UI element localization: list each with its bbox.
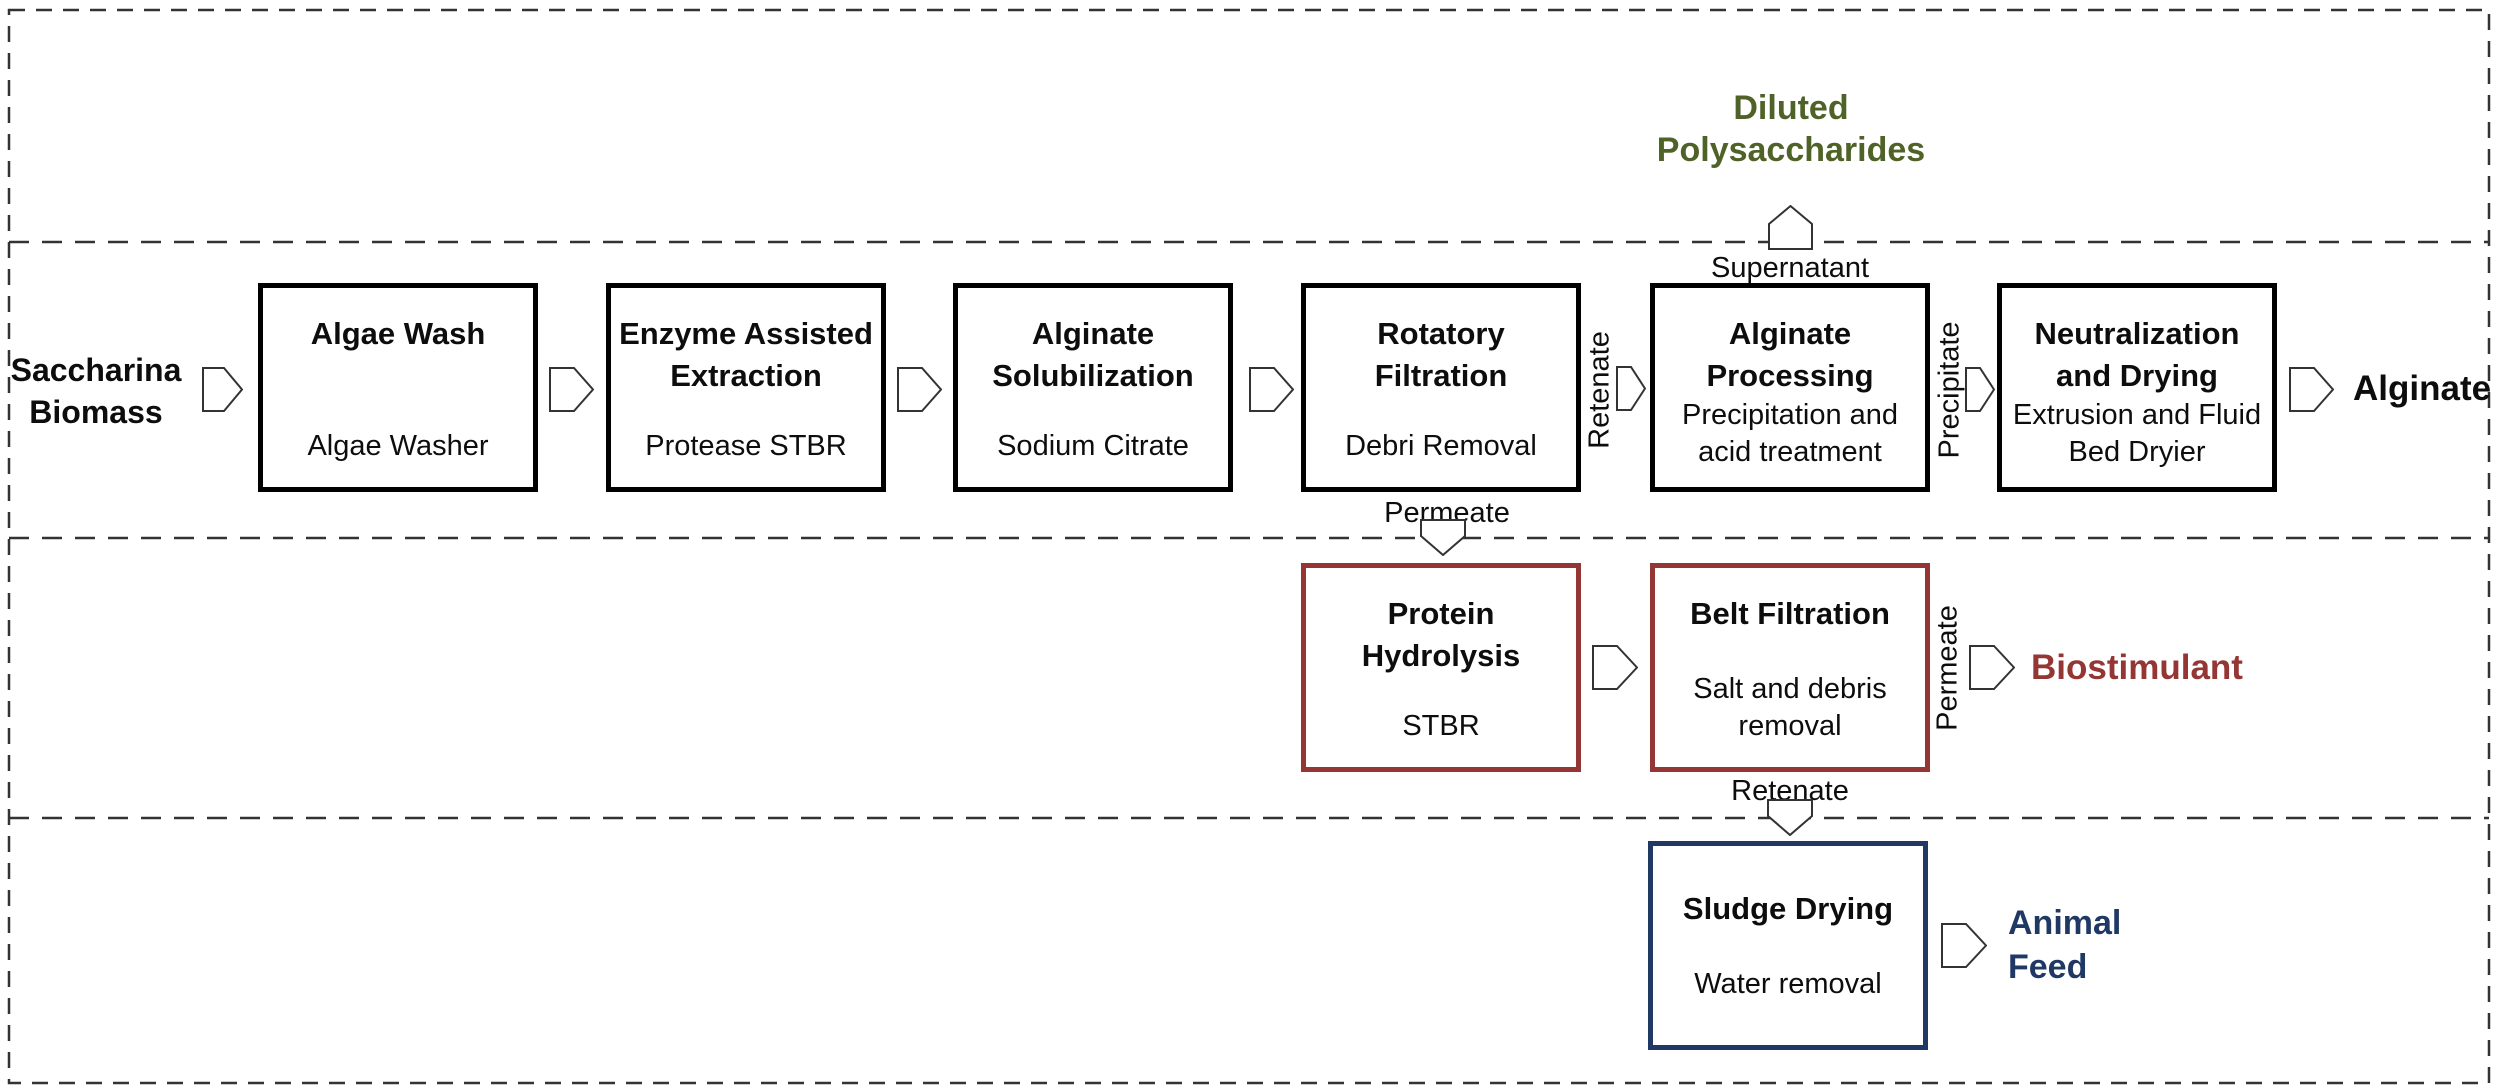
- box-subtitle: Sodium Citrate: [997, 430, 1189, 462]
- stream-label-retenate-vertical: Retenate: [1583, 331, 1616, 449]
- box-subtitle: Protease STBR: [645, 430, 847, 462]
- box-subtitle: Precipitation and acid treatment: [1681, 399, 1899, 468]
- output-label-alginate: Alginate: [2353, 369, 2492, 408]
- box-title: Sludge Drying: [1682, 891, 1894, 926]
- flow-arrow-right-icon: [897, 367, 942, 412]
- flow-arrow-down-icon: [1767, 799, 1813, 836]
- input-label-saccharina-biomass: Saccharina Biomass: [10, 352, 182, 430]
- process-box-protein-hydrolysis: Protein Hydrolysis STBR: [1301, 563, 1581, 772]
- flow-arrow-right-icon: [549, 367, 594, 412]
- flow-arrow-right-icon: [2289, 367, 2334, 412]
- process-box-enzyme-assisted-extraction: Enzyme Assisted Extraction Protease STBR: [606, 283, 886, 492]
- flow-arrow-right-icon: [1249, 367, 1294, 412]
- flow-arrow-down-icon: [1420, 519, 1466, 556]
- box-subtitle: Salt and debris removal: [1693, 673, 1887, 742]
- box-subtitle: Algae Washer: [307, 430, 489, 462]
- flow-arrow-right-icon: [1592, 645, 1638, 690]
- flow-arrow-right-icon: [1969, 645, 2015, 690]
- flow-arrow-right-icon: [1965, 367, 1995, 412]
- stream-label-permeate-vertical: Permeate: [1931, 605, 1964, 731]
- box-title: Enzyme Assisted Extraction: [619, 316, 873, 393]
- process-box-neutralization-and-drying: Neutralization and Drying Extrusion and …: [1997, 283, 2277, 492]
- box-title: Algae Wash: [310, 316, 486, 351]
- box-title: Belt Filtration: [1690, 596, 1890, 631]
- output-label-biostimulant: Biostimulant: [2031, 648, 2243, 687]
- box-subtitle: Debri Removal: [1345, 430, 1537, 462]
- flow-arrow-right-icon: [1616, 366, 1646, 411]
- flow-arrow-right-icon: [1941, 923, 1987, 968]
- process-box-belt-filtration: Belt Filtration Salt and debris removal: [1650, 563, 1930, 772]
- box-subtitle: Extrusion and Fluid Bed Dryier: [2012, 399, 2262, 468]
- flow-arrow-up-icon: [1768, 205, 1813, 250]
- box-subtitle: STBR: [1402, 710, 1480, 742]
- output-label-diluted-polysaccharides: Diluted Polysaccharides: [1656, 89, 1926, 169]
- box-title: Neutralization and Drying: [2034, 316, 2240, 393]
- process-box-alginate-processing: Alginate Processing Precipitation and ac…: [1650, 283, 1930, 492]
- stream-label-precipitate-vertical: Precipitate: [1933, 321, 1966, 459]
- stream-label-supernatant: Supernatant: [1710, 252, 1870, 284]
- box-title: Alginate Processing: [1706, 316, 1874, 393]
- box-title: Rotatory Filtration: [1374, 316, 1508, 393]
- box-title: Alginate Solubilization: [992, 316, 1194, 393]
- box-title: Protein Hydrolysis: [1361, 596, 1521, 673]
- process-box-sludge-drying: Sludge Drying Water removal: [1648, 841, 1928, 1050]
- box-subtitle: Water removal: [1694, 968, 1882, 1000]
- process-box-alginate-solubilization: Alginate Solubilization Sodium Citrate: [953, 283, 1233, 492]
- process-box-algae-wash: Algae Wash Algae Washer: [258, 283, 538, 492]
- process-box-rotatory-filtration: Rotatory Filtration Debri Removal: [1301, 283, 1581, 492]
- output-label-animal-feed: Animal Feed: [2008, 904, 2122, 986]
- flow-arrow-right-icon: [202, 367, 243, 412]
